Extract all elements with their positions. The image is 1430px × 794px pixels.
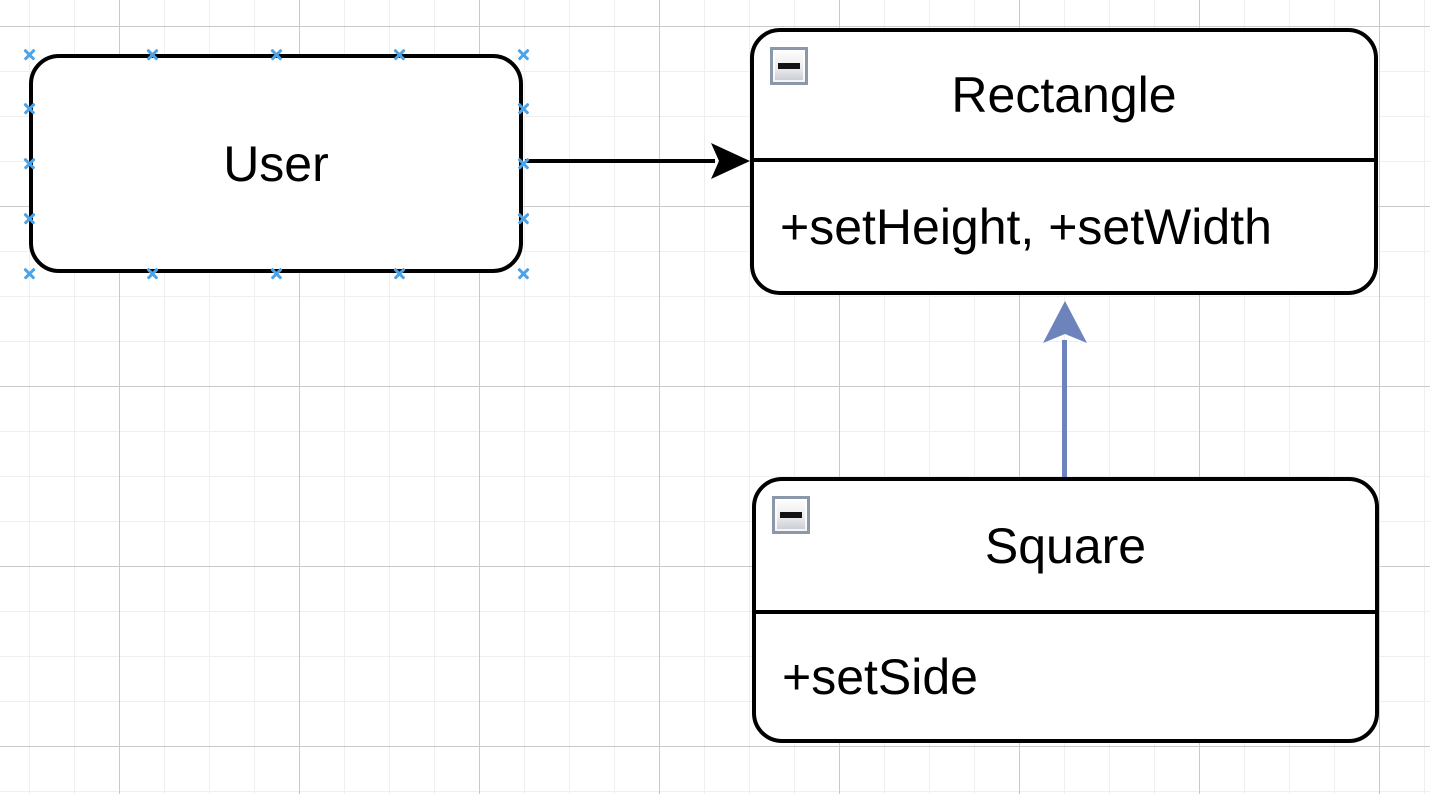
collapse-button[interactable]: [770, 47, 808, 85]
connection-point-icon[interactable]: [270, 48, 283, 61]
connection-point-icon[interactable]: [23, 102, 36, 115]
connection-point-icon[interactable]: [517, 157, 530, 170]
connection-point-icon[interactable]: [393, 48, 406, 61]
node-square-title: Square: [984, 517, 1147, 574]
section-divider: [756, 610, 1375, 614]
connection-point-icon[interactable]: [146, 48, 159, 61]
node-rectangle-title: Rectangle: [951, 67, 1177, 123]
connection-point-icon[interactable]: [23, 212, 36, 225]
connection-point-icon[interactable]: [23, 157, 36, 170]
node-square-methods: +setSide: [782, 648, 978, 705]
node-rectangle[interactable]: Rectangle +setHeight, +setWidth: [750, 28, 1378, 295]
edge-user-to-rectangle[interactable]: [525, 159, 715, 163]
connection-point-icon[interactable]: [270, 267, 283, 280]
node-user[interactable]: User: [29, 54, 523, 273]
minus-icon: [778, 63, 800, 69]
connection-point-icon[interactable]: [517, 102, 530, 115]
arrowhead-right-icon: [711, 143, 750, 179]
edge-square-to-rectangle[interactable]: [1062, 340, 1067, 477]
connection-point-icon[interactable]: [393, 267, 406, 280]
connection-point-icon[interactable]: [146, 267, 159, 280]
connection-point-icon[interactable]: [517, 267, 530, 280]
node-rectangle-methods: +setHeight, +setWidth: [780, 198, 1272, 255]
connection-point-icon[interactable]: [23, 48, 36, 61]
node-user-label: User: [223, 135, 329, 192]
connection-point-icon[interactable]: [517, 48, 530, 61]
connection-point-icon[interactable]: [23, 267, 36, 280]
node-square[interactable]: Square +setSide: [752, 477, 1379, 743]
arrowhead-up-icon: [1043, 301, 1087, 343]
collapse-button[interactable]: [772, 496, 810, 534]
minus-icon: [780, 512, 802, 518]
connection-point-icon[interactable]: [517, 212, 530, 225]
section-divider: [754, 158, 1374, 162]
